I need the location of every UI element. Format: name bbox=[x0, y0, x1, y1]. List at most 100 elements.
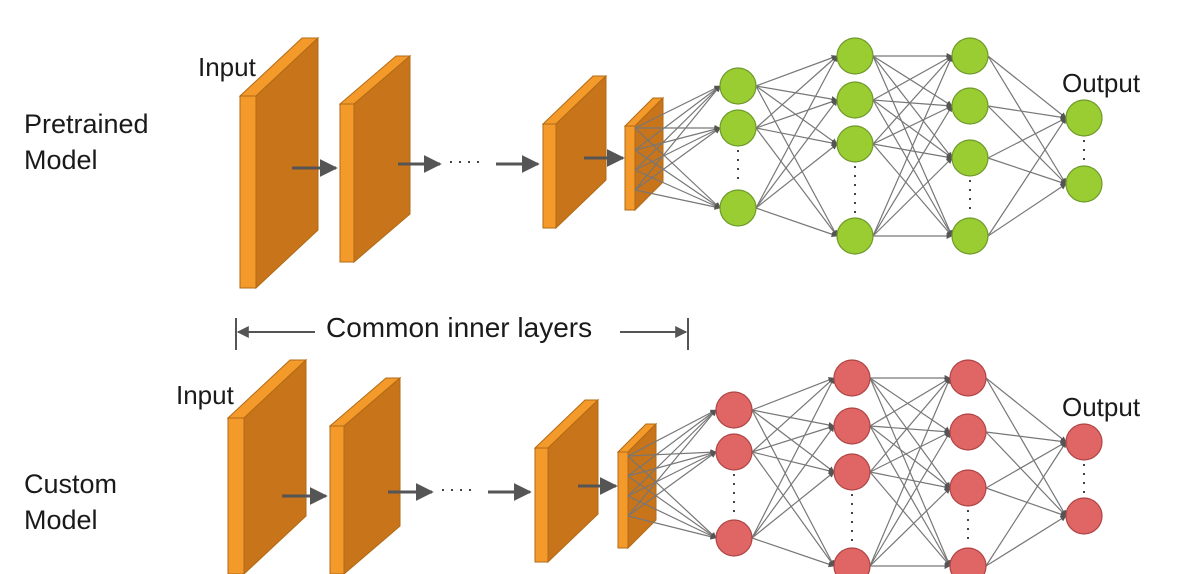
connection bbox=[627, 409, 717, 477]
neuron-node bbox=[1065, 99, 1103, 137]
common-layers-span-arrow bbox=[235, 318, 689, 350]
neuron-node bbox=[836, 81, 874, 119]
neuron-node bbox=[715, 519, 753, 557]
connection bbox=[627, 495, 717, 539]
connection bbox=[869, 377, 951, 433]
connection bbox=[634, 169, 721, 209]
connection bbox=[627, 451, 717, 517]
connection bbox=[869, 471, 951, 490]
connection bbox=[627, 409, 717, 517]
connection bbox=[987, 183, 1067, 237]
pretrained-input-label: Input bbox=[198, 52, 256, 82]
connection bbox=[755, 85, 838, 145]
conv-layer bbox=[226, 358, 308, 574]
connection bbox=[869, 377, 951, 567]
connection bbox=[985, 431, 1067, 517]
connection bbox=[872, 55, 953, 237]
connection bbox=[627, 409, 717, 497]
conv-layer bbox=[338, 54, 412, 264]
connection bbox=[869, 471, 951, 567]
neuron-node bbox=[833, 453, 871, 491]
connection bbox=[751, 451, 835, 474]
custom-input-label: Input bbox=[176, 380, 234, 410]
connection bbox=[872, 143, 953, 161]
connection bbox=[869, 425, 951, 489]
connection bbox=[872, 105, 953, 145]
connection bbox=[627, 409, 717, 457]
connection bbox=[634, 127, 721, 191]
neuron-node bbox=[951, 37, 989, 75]
connection bbox=[634, 149, 721, 209]
custom-output-label: Output bbox=[1062, 392, 1141, 422]
connection bbox=[755, 99, 838, 209]
neuron-node bbox=[1065, 165, 1103, 203]
neuron-node bbox=[833, 547, 871, 574]
connection bbox=[751, 409, 835, 428]
connection bbox=[755, 85, 838, 237]
connection bbox=[987, 105, 1067, 185]
connection bbox=[627, 450, 717, 477]
connection bbox=[987, 105, 1067, 121]
connection bbox=[634, 189, 721, 210]
conv-layer bbox=[533, 398, 600, 564]
neuron-node bbox=[951, 87, 989, 125]
connection bbox=[751, 377, 835, 411]
connection bbox=[872, 55, 953, 145]
connection bbox=[755, 55, 838, 129]
connection bbox=[987, 55, 1067, 119]
connection bbox=[872, 99, 953, 237]
connection bbox=[872, 55, 953, 159]
connection bbox=[869, 377, 951, 473]
connection bbox=[872, 55, 953, 107]
common-inner-layers-label: Common inner layers bbox=[326, 312, 593, 343]
connection bbox=[627, 455, 717, 539]
connection bbox=[755, 207, 838, 238]
connection bbox=[869, 431, 951, 473]
connection bbox=[987, 117, 1067, 237]
connection bbox=[751, 451, 835, 567]
conv-layer bbox=[328, 376, 402, 574]
neuron-node bbox=[719, 109, 757, 147]
neuron-node bbox=[951, 139, 989, 177]
connection bbox=[755, 127, 838, 146]
neuron-node bbox=[949, 413, 987, 451]
custom-model-network bbox=[226, 358, 1103, 574]
connection bbox=[751, 377, 835, 453]
connection bbox=[755, 143, 838, 209]
connection bbox=[634, 127, 721, 171]
conv-layer bbox=[238, 36, 320, 290]
connection bbox=[869, 431, 951, 567]
connection bbox=[634, 85, 721, 191]
connection bbox=[634, 126, 721, 151]
neuron-node bbox=[951, 217, 989, 255]
connection bbox=[872, 99, 953, 159]
connection bbox=[751, 471, 835, 539]
conv-layer bbox=[623, 96, 665, 212]
connection bbox=[634, 85, 721, 151]
custom-model-label: Custom Model bbox=[24, 469, 118, 535]
connection bbox=[985, 377, 1067, 517]
neuron-node bbox=[836, 217, 874, 255]
neuron-node bbox=[1065, 497, 1103, 535]
connection bbox=[872, 157, 953, 237]
conv-layer bbox=[541, 74, 608, 230]
neuron-node bbox=[715, 433, 753, 471]
neuron-node bbox=[836, 37, 874, 75]
connection bbox=[755, 55, 838, 87]
connection bbox=[872, 99, 953, 109]
pretrained-output-label: Output bbox=[1062, 68, 1141, 98]
connection bbox=[872, 55, 953, 101]
neuron-node bbox=[949, 359, 987, 397]
neuron-node bbox=[833, 407, 871, 445]
connection bbox=[627, 515, 717, 540]
connection bbox=[751, 409, 835, 567]
neuron-node bbox=[949, 547, 987, 574]
connection bbox=[985, 515, 1067, 567]
neuron-node bbox=[719, 67, 757, 105]
connection bbox=[985, 441, 1067, 567]
connection bbox=[751, 377, 835, 539]
connection bbox=[985, 441, 1067, 489]
connection bbox=[755, 127, 838, 237]
connection bbox=[872, 143, 953, 237]
